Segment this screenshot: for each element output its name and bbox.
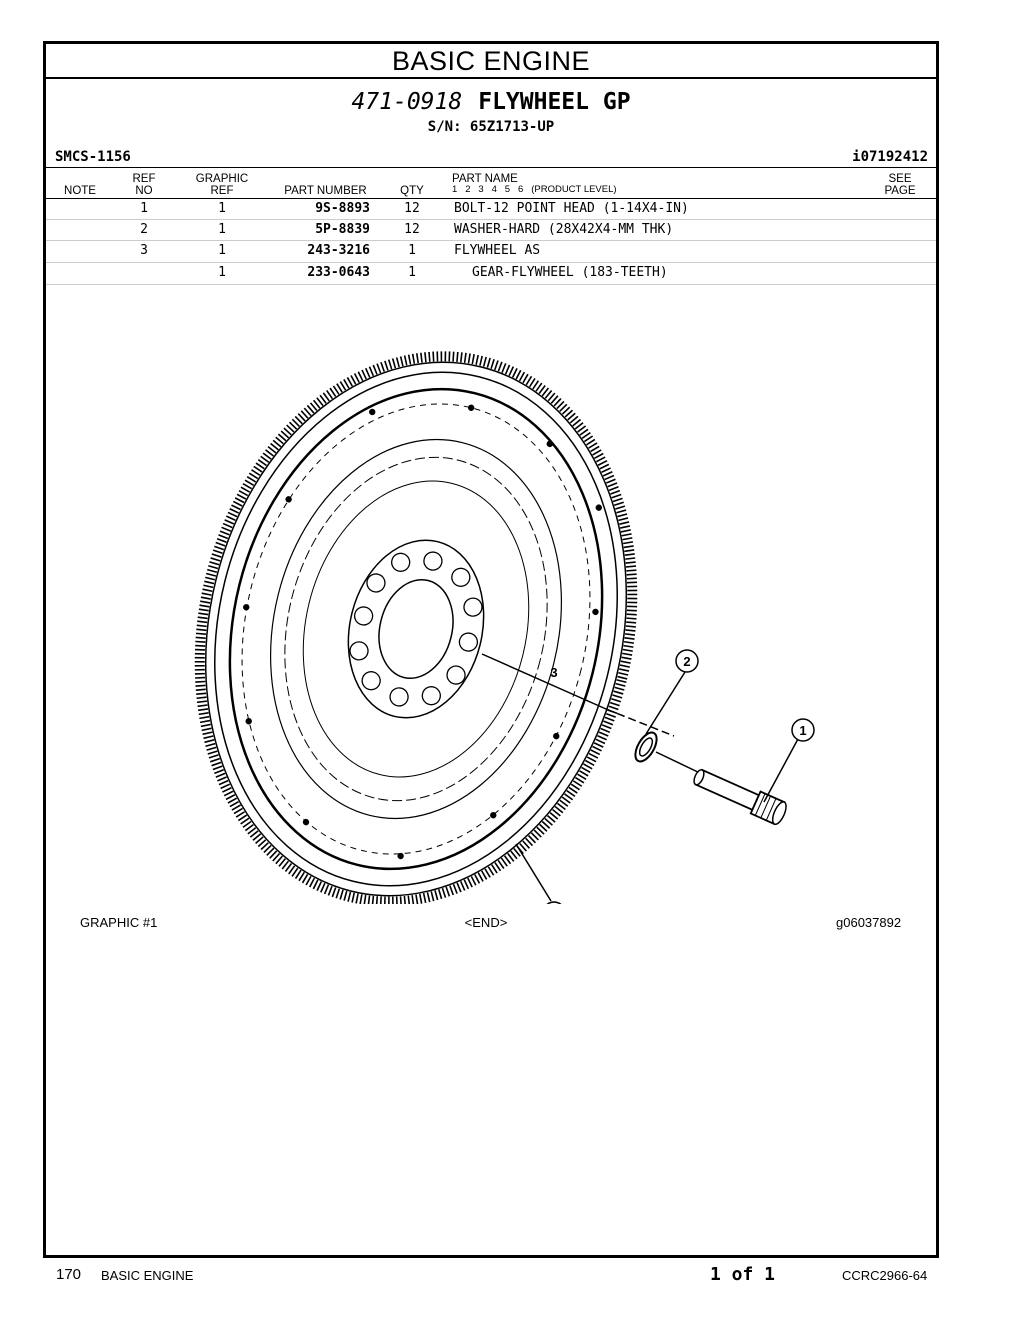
flywheel-face [228,387,604,871]
flywheel-recess-step [284,456,548,802]
group-name: FLYWHEEL GP [478,89,631,115]
col-graphic-bottom: REF [210,185,234,197]
assembly-centerline-hidden [605,708,675,737]
col-see-top: SEE [888,173,912,185]
row-ref: 2 [140,222,148,237]
col-note: NOTE [64,185,96,197]
callout-3 [546,901,562,904]
footer-page-of: 1 of 1 [710,1264,776,1285]
col-ref-top: REF [132,173,156,185]
callout-1-label: 1 [799,723,806,738]
assembly-centerline [481,653,607,710]
col-part-name: PART NAME [452,173,518,185]
footer-section: BASIC ENGINE [101,1268,194,1283]
callout-1: 1 [791,718,815,742]
row-part-number: 243-3216 [307,243,370,258]
header-rule [46,198,936,199]
row-graphic: 1 [218,265,226,280]
col-graphic-top: GRAPHIC [195,173,249,185]
row-ref: 1 [140,201,148,216]
assembly-centerline-bolt [655,751,703,775]
leader-line-1 [763,738,799,803]
row-part-number: 9S-8893 [315,201,370,216]
rim-mount-holes [243,404,602,860]
washer-part [634,731,658,763]
row-part-number: 233-0643 [307,265,370,280]
footer-doc-code: CCRC2966-64 [842,1268,928,1283]
col-qty: QTY [400,185,424,197]
flywheel-exploded-diagram: 2 1 [194,351,815,904]
footer-page-number: 170 [56,1266,82,1283]
callout-2: 2 [675,649,699,673]
graphic-id: g06037892 [836,915,902,930]
row-part-name: FLYWHEEL AS [454,243,541,258]
table-top-rule [46,167,936,168]
row-divider [46,262,936,263]
flywheel-recess-outer [269,438,563,820]
leader-line-3 [515,843,552,902]
row-graphic: 1 [218,243,226,258]
col-see-bottom: PAGE [884,185,916,197]
hub-bolt-holes [349,551,483,707]
row-qty: 1 [408,265,416,280]
flywheel-rim [214,371,618,887]
end-marker: <END> [464,915,508,930]
callout-2-label: 2 [683,654,690,669]
leader-line-2 [645,671,686,735]
callout-3-label: 3 [550,665,558,680]
row-qty: 1 [408,243,416,258]
row-part-name: BOLT-12 POINT HEAD (1-14X4-IN) [454,201,689,216]
row-graphic: 1 [218,201,226,216]
bolt-part [693,768,787,826]
row-qty: 12 [404,222,420,237]
ring-gear-outer [204,361,628,897]
row-graphic: 1 [218,222,226,237]
hub-bore [378,578,454,680]
row-part-name: WASHER-HARD (28X42X4-MM THK) [454,222,674,237]
mount-bolt-circle [241,403,591,855]
group-heading: 471-0918 FLYWHEEL GP [46,89,936,115]
row-divider [46,240,936,241]
serial-number: S/N: 65Z1713-UP [427,119,555,135]
row-part-number: 5P-8839 [315,222,370,237]
hub-outer [347,539,485,719]
col-ref-bottom: NO [135,185,153,197]
col-product-levels: 1 2 3 4 5 6 (PRODUCT LEVEL) [452,184,617,195]
row-part-name: GEAR-FLYWHEEL (183-TEETH) [472,265,668,280]
row-ref: 3 [140,243,148,258]
group-number: 471-0918 [351,89,463,115]
row-divider [46,219,936,220]
col-part-number: PART NUMBER [284,185,367,197]
illustration-id: i07192412 [852,149,928,165]
graphic-caption: GRAPHIC #1 [80,915,158,930]
smcs-code: SMCS-1156 [55,149,131,165]
section-title: BASIC ENGINE [46,44,936,79]
ring-gear-teeth [194,351,638,904]
row-divider [46,284,936,285]
flywheel-recess-inner [302,480,530,778]
page-frame: BASIC ENGINE 471-0918 FLYWHEEL GP S/N: 65… [43,41,939,1258]
row-qty: 12 [404,201,420,216]
